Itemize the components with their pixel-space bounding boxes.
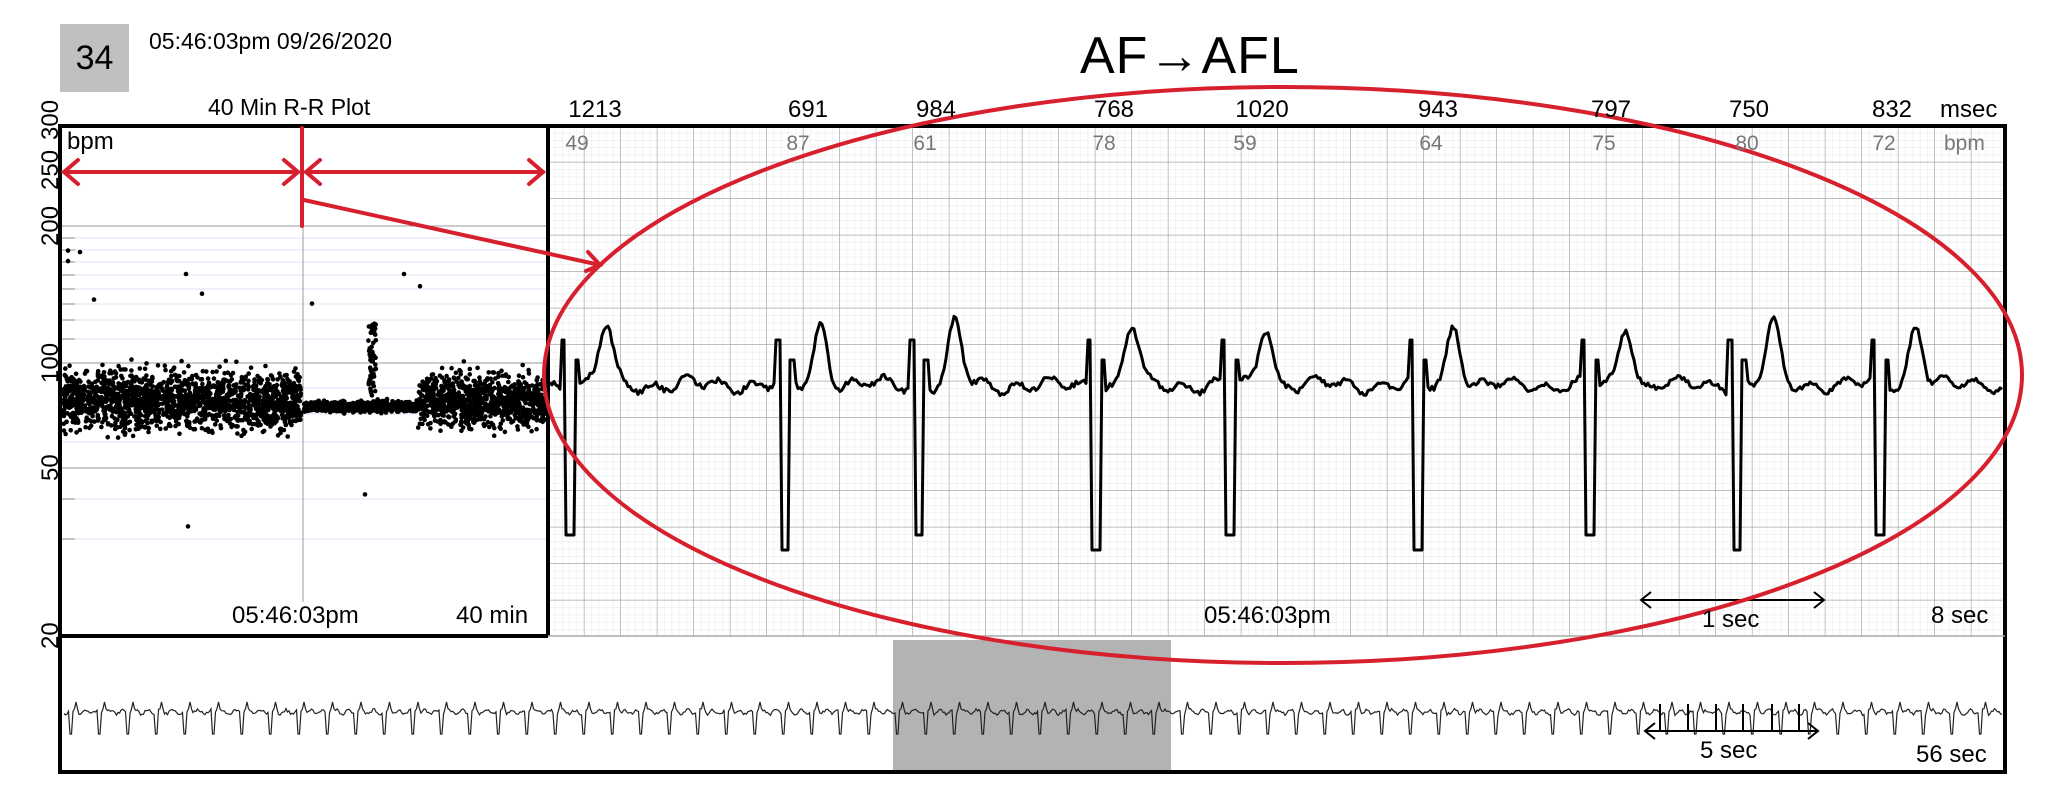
pointer-arrow [302, 198, 604, 273]
y-tick-50: 50 [37, 454, 64, 481]
five-second-scale-bar [1643, 704, 1820, 740]
rhythm-title: AF→AFL [1080, 27, 1300, 85]
rr-interval-msec: 797 [1590, 96, 1632, 123]
msec-unit: msec [1940, 96, 1998, 123]
heart-rate-bpm: 75 [1592, 132, 1616, 155]
rr-center-time: 05:46:03pm [232, 602, 359, 629]
heart-rate-bpm: 87 [786, 132, 810, 155]
heart-rate-bpm: 80 [1735, 132, 1759, 155]
annotation-overlay [60, 85, 2024, 665]
one-second-scale-bar [1639, 591, 1826, 609]
heart-rate-bpm: 61 [913, 132, 937, 155]
double-arrow-left [60, 158, 302, 186]
one-second-label: 1 sec [1702, 606, 1760, 633]
rr-interval-msec: 984 [915, 96, 957, 123]
rr-interval-msec: 768 [1093, 96, 1135, 123]
page-number: 34 [75, 38, 114, 77]
overview-ecg-trace [63, 701, 2003, 735]
five-second-label: 5 sec [1700, 737, 1758, 764]
rr-interval-msec: 750 [1728, 96, 1770, 123]
strip-duration: 56 sec [1916, 741, 1987, 768]
selected-window-highlight[interactable] [893, 640, 1171, 772]
double-arrow-right [302, 158, 547, 186]
rr-interval-msec: 1020 [1235, 96, 1289, 123]
heart-rate-bpm: 59 [1233, 132, 1257, 155]
record-timestamp: 05:46:03pm 09/26/2020 [149, 28, 392, 54]
y-tick-250: 250 [37, 149, 64, 190]
ecg-duration: 8 sec [1931, 602, 1989, 629]
rr-unit-label: bpm [67, 128, 114, 155]
rr-plot-title: 40 Min R-R Plot [208, 94, 371, 120]
rr-interval-msec: 832 [1871, 96, 1913, 123]
y-tick-100: 100 [37, 342, 64, 383]
rr-scatter-points [60, 248, 549, 529]
page-number-badge: 34 [60, 24, 129, 92]
heart-rate-bpm: 72 [1872, 132, 1896, 155]
y-tick-200: 200 [37, 205, 64, 246]
rr-interval-msec: 943 [1417, 96, 1459, 123]
heart-rate-bpm: 64 [1419, 132, 1443, 155]
y-tick-20: 20 [37, 622, 64, 649]
rr-interval-msec: 691 [787, 96, 829, 123]
heart-rate-bpm: 78 [1092, 132, 1116, 155]
rr-interval-msec: 1213 [568, 96, 622, 123]
ecg-center-time: 05:46:03pm [1204, 602, 1331, 629]
bpm-unit: bpm [1944, 132, 1985, 155]
rr-duration: 40 min [456, 602, 529, 629]
ecg-trace [548, 314, 2003, 552]
y-tick-300: 300 [37, 99, 64, 140]
highlight-ellipse [542, 85, 2024, 665]
frames [58, 124, 2007, 774]
heart-rate-bpm: 49 [565, 132, 589, 155]
